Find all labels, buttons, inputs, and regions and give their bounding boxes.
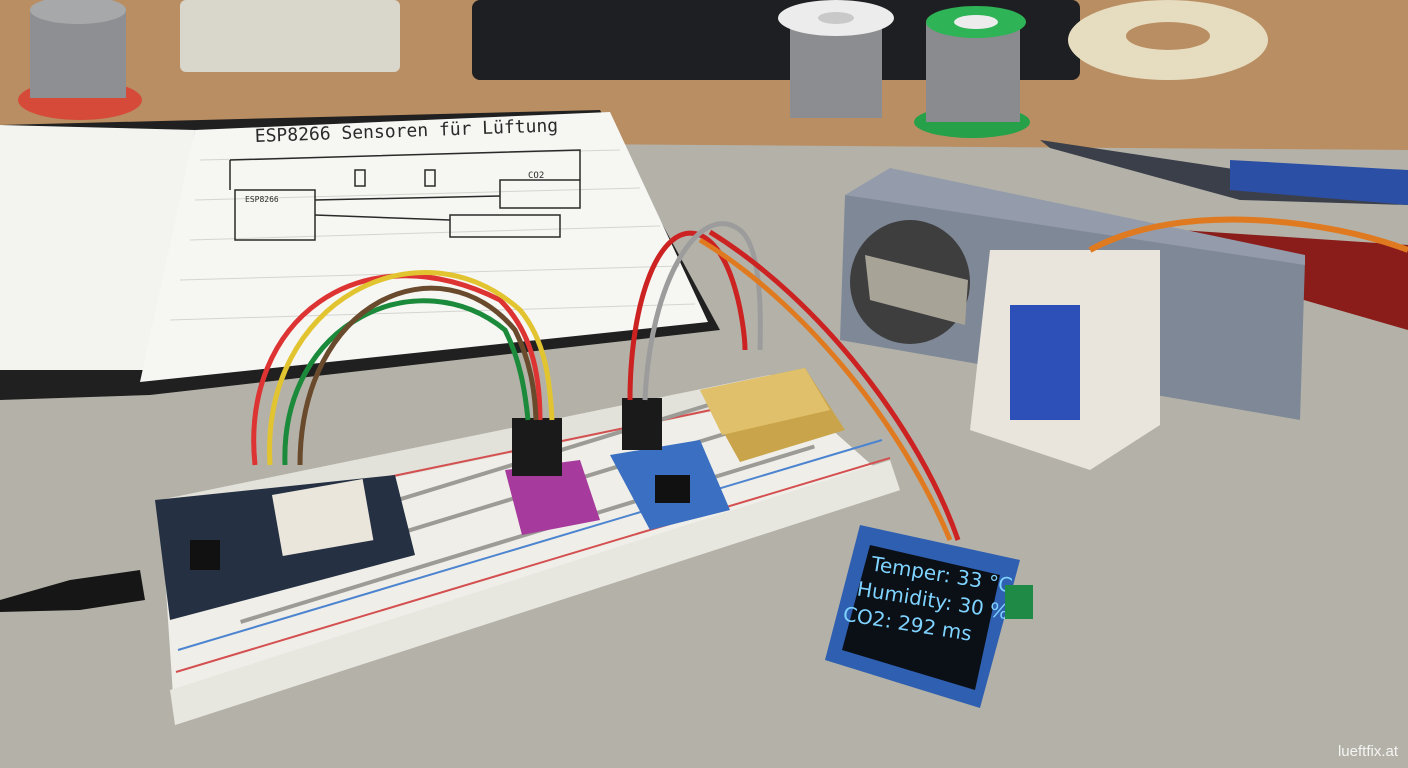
- oled-screen: [842, 545, 1000, 690]
- oled-tab: [1005, 585, 1033, 619]
- purple-sensor-board: [505, 418, 600, 535]
- pin-header-2: [622, 398, 662, 450]
- solder-spool-green: [914, 6, 1030, 138]
- blue-sensor-board: [610, 398, 730, 530]
- servo: [1010, 305, 1080, 420]
- vent-housing: [840, 168, 1305, 470]
- schematic-drawing: [229, 149, 581, 241]
- esp8266-board: [155, 475, 415, 620]
- notebook-mcu-label: ESP8266: [245, 195, 279, 204]
- pin-header: [512, 418, 562, 476]
- power-supply: [180, 0, 400, 72]
- notebook-co2-label: CO2: [528, 171, 544, 181]
- wifi-module: [271, 479, 374, 557]
- jumper-wires: [251, 221, 961, 541]
- solder-spool-left: [18, 0, 142, 120]
- notebook-left-page: [0, 125, 195, 370]
- usb-cable: [0, 570, 145, 612]
- solder-spool-center: [778, 0, 894, 118]
- watermark: lueftfix.at: [1337, 743, 1398, 760]
- co2-sensor: [700, 368, 845, 462]
- oled-display: Temper: 33 °C Humidity: 30 % CO2: 292 ms: [825, 525, 1033, 708]
- notebook: ESP8266 Sensoren für Lüftung ESP8266 CO2: [0, 110, 720, 400]
- vent-flap: [865, 255, 968, 325]
- usb-chip: [190, 540, 220, 570]
